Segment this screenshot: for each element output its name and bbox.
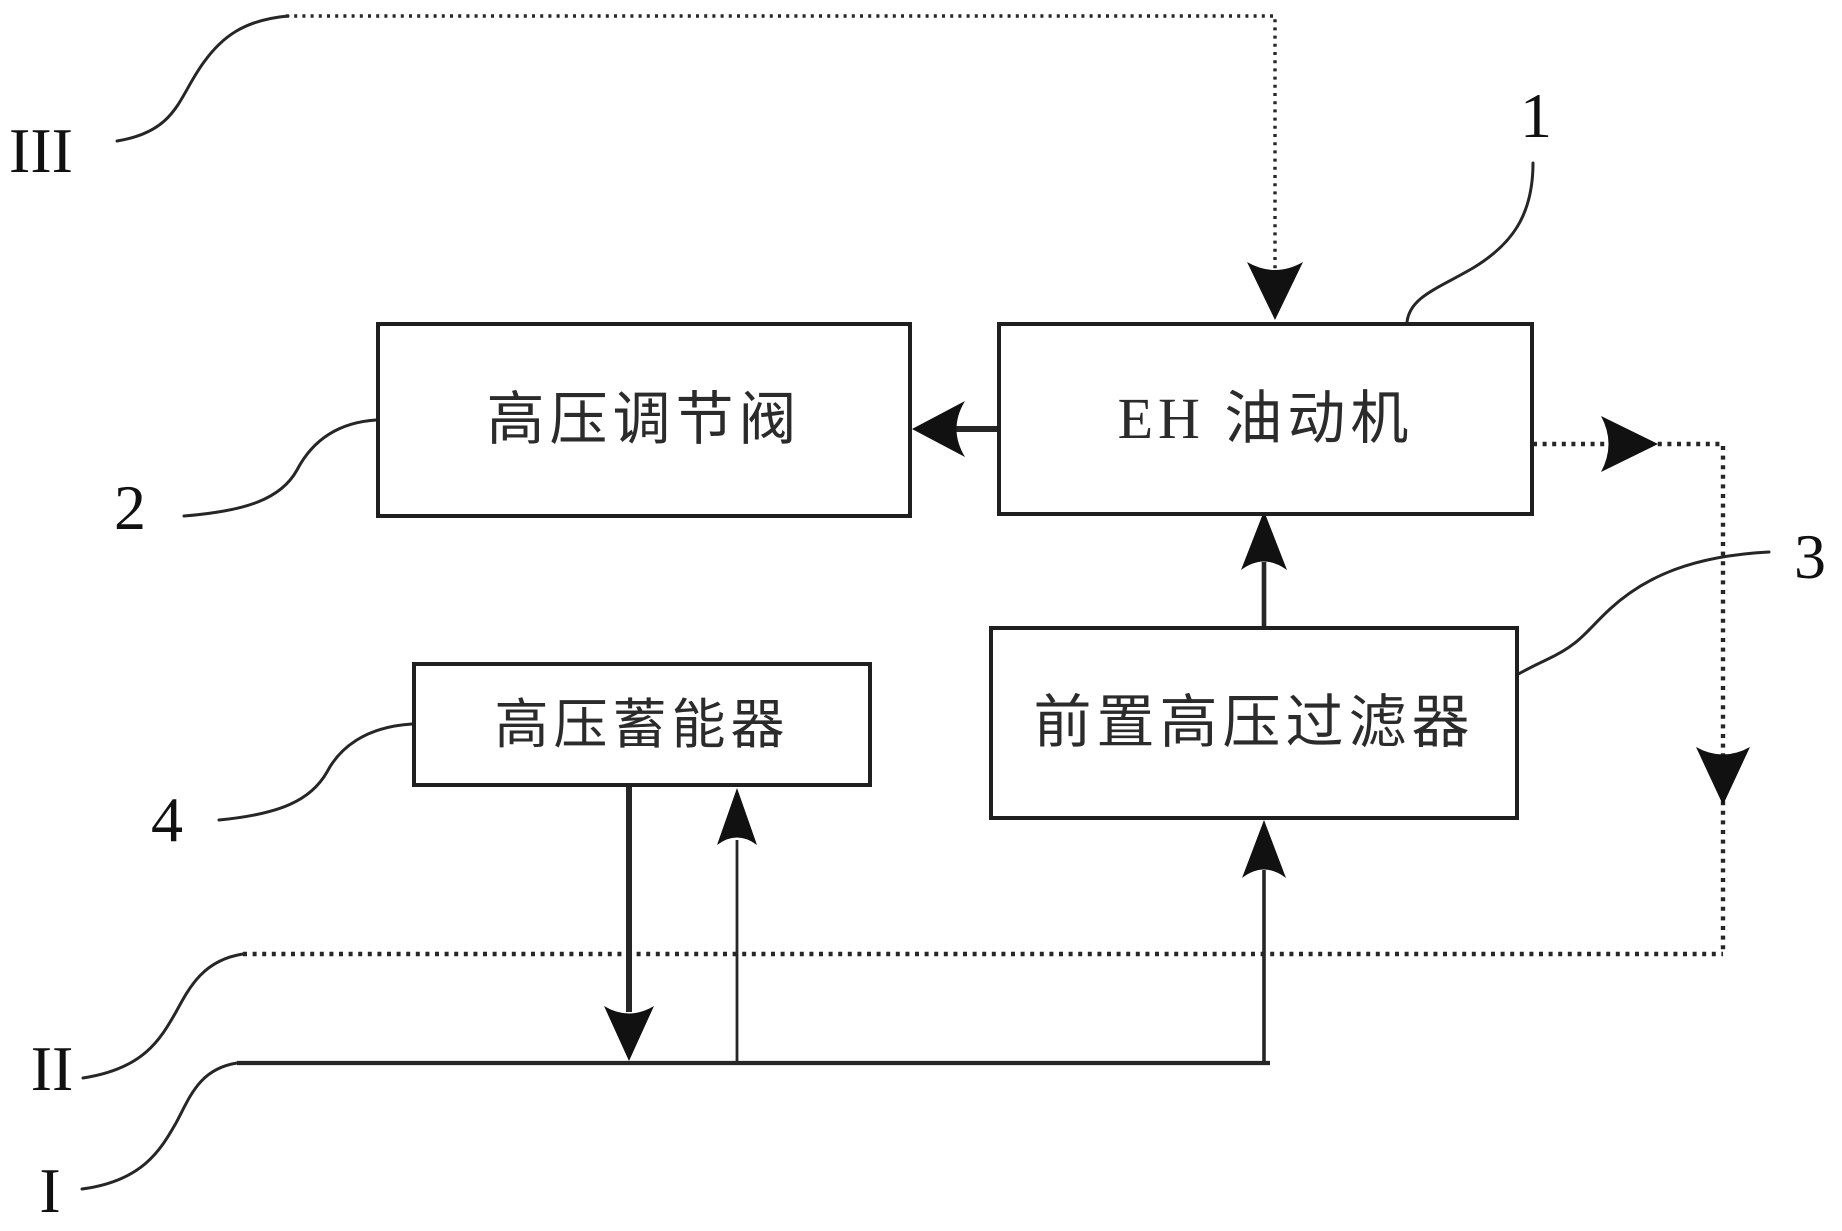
leader-squiggle-4 [217,722,414,822]
leader-squiggle-2 [182,418,378,518]
box-hp-accumulator: 高压蓄能器 [412,662,872,787]
callout-3: 3 [1794,521,1826,592]
leader-squiggle-II [81,952,245,1080]
box-prefilter-label: 前置高压过滤器 [1033,690,1475,755]
box-prefilter: 前置高压过滤器 [989,626,1519,820]
arrowhead-into-eh-top [1247,262,1303,320]
arrowhead-into-valve [912,401,965,457]
arrowhead-into-prefilter-bottom [1242,820,1286,878]
dotted-line-III-path [286,14,1277,300]
arrowhead-down-on-dotted [1696,747,1750,805]
box-hp-regulating-valve: 高压调节阀 [376,322,912,518]
arrowhead-onto-line-I [604,1006,654,1061]
callout-1: 1 [1520,80,1552,151]
box-eh-actuator: EH 油动机 [997,322,1534,516]
arrowhead-into-eh-bottom [1241,511,1287,570]
arrowhead-into-accumulator-bottom [717,788,757,845]
callout-roman-I: I [39,1155,61,1226]
leader-squiggle-1 [1405,161,1535,324]
box-hp-accumulator-label: 高压蓄能器 [494,694,790,755]
callout-4: 4 [151,784,183,855]
leader-squiggle-I [80,1061,239,1191]
dotted-line-eh-feedback-path [1533,441,1726,953]
callout-2: 2 [114,472,146,543]
arrowhead-right-on-dotted [1601,416,1658,472]
box-eh-actuator-label: EH 油动机 [1117,386,1414,451]
callout-roman-III: III [9,115,73,186]
leader-squiggle-III [115,14,290,143]
box-hp-regulating-valve-label: 高压调节阀 [486,387,802,452]
callout-roman-II: II [30,1033,74,1104]
